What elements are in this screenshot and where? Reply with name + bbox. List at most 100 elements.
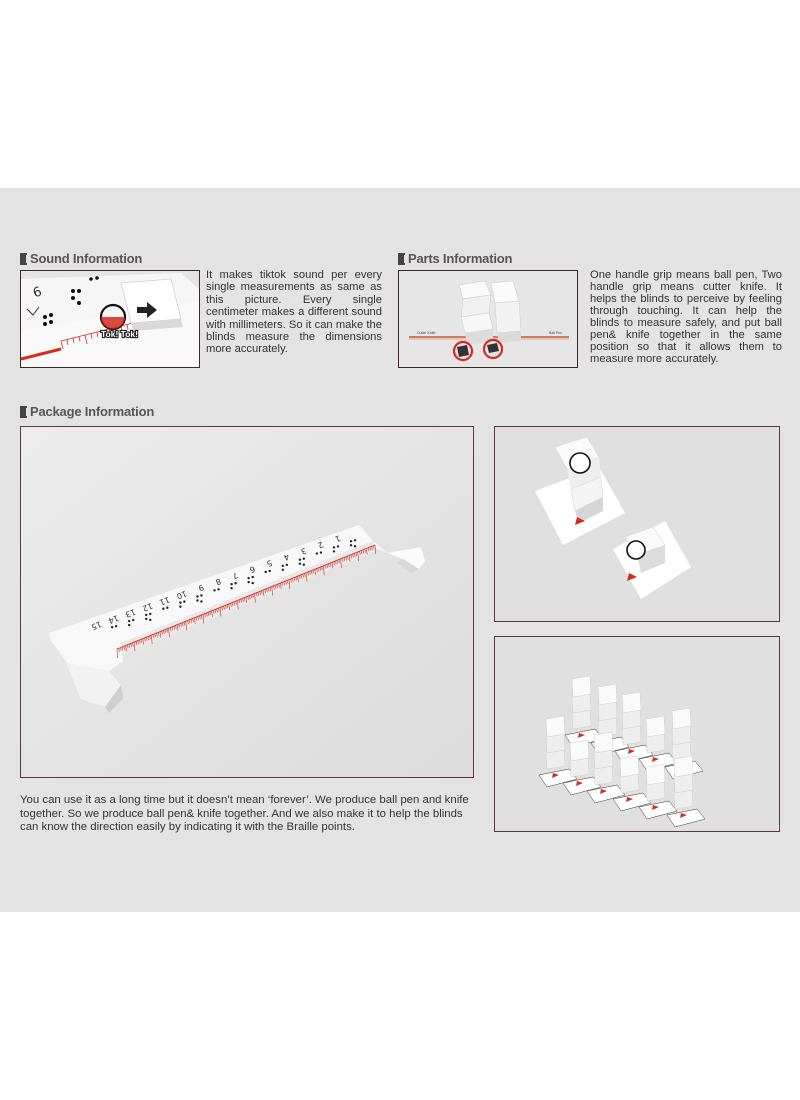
ruler-tick <box>137 640 139 645</box>
braille-dot <box>200 594 203 597</box>
ruler-tick <box>211 610 213 617</box>
ruler-tick <box>221 606 224 611</box>
ruler-tick <box>340 558 342 568</box>
ruler-tick <box>207 612 210 616</box>
ruler-tick <box>159 631 162 638</box>
ruler-tick <box>121 646 124 651</box>
braille-dot <box>145 617 148 621</box>
ruler-tick <box>338 559 340 564</box>
package-info-text: You can use it as a long time but it doe… <box>20 794 469 833</box>
ruler-tick <box>120 647 122 652</box>
svg-text:Cutter Knife: Cutter Knife <box>417 331 436 335</box>
ruler-tick <box>144 637 146 642</box>
ruler-tick <box>228 603 230 610</box>
ruler-tick <box>262 590 265 597</box>
ruler-tick <box>355 552 358 557</box>
ruler-tick <box>323 565 325 575</box>
ruler-tick <box>230 603 232 607</box>
ruler-tick <box>321 566 323 571</box>
ruler-tick <box>125 645 127 652</box>
grip-piece <box>562 739 602 796</box>
braille-dot <box>315 552 319 555</box>
ruler-number: 2 <box>317 540 325 550</box>
ruler-tick <box>161 630 163 635</box>
ruler-tick <box>238 599 241 604</box>
braille-dot <box>332 546 336 549</box>
ruler-tick <box>307 571 310 576</box>
grip-piece <box>586 731 626 804</box>
ruler-tick <box>171 626 174 631</box>
braille-dot <box>230 583 233 586</box>
ruler-tick <box>281 582 284 587</box>
ruler-number: 12 <box>141 601 154 613</box>
ruler-tick <box>192 618 194 623</box>
tok-tok-label: Tok! Tok! <box>101 329 138 339</box>
braille-dot <box>110 625 114 629</box>
ruler-number: 10 <box>175 589 188 601</box>
ruler-tick <box>173 626 175 630</box>
ruler-number: 3 <box>299 546 307 556</box>
braille-dot <box>268 569 271 573</box>
ruler-tick <box>292 578 294 582</box>
parts-info-heading: Parts Information <box>398 251 512 266</box>
ruler-tick <box>319 567 322 571</box>
braille-dot <box>302 563 306 566</box>
ruler-tick <box>213 610 215 614</box>
sound-info-heading: Sound Information <box>20 251 142 266</box>
ruler-tick <box>359 551 361 555</box>
ruler-tick <box>345 556 347 561</box>
braille-dot <box>251 581 254 585</box>
ruler-tick <box>135 641 138 645</box>
ruler-tick <box>336 560 339 564</box>
ruler-tick <box>128 644 131 648</box>
ruler-tick <box>123 646 125 650</box>
ruler-tick <box>243 597 246 602</box>
ruler-number: 1 <box>334 533 342 543</box>
sound-info-image: 9 Tok! Tok! <box>20 270 200 368</box>
ruler-tick <box>342 558 344 562</box>
ruler-tick <box>269 587 272 591</box>
ruler-tick <box>324 565 327 569</box>
ruler-tick <box>283 581 285 586</box>
braille-dot <box>285 563 288 567</box>
ruler-tick <box>164 629 167 634</box>
ruler-tick <box>299 575 301 580</box>
ruler-tick <box>235 601 237 605</box>
ruler-tick <box>280 583 282 590</box>
braille-dot <box>200 600 203 603</box>
ruler-tick <box>142 638 144 645</box>
ruler-tick <box>297 576 299 583</box>
ruler-tick <box>305 572 308 582</box>
ruler-tick <box>175 625 177 629</box>
ruler-tick <box>366 548 368 555</box>
ruler-tick <box>331 562 334 569</box>
ruler-tick <box>316 568 318 573</box>
ruler-tick <box>200 614 203 619</box>
braille-dot <box>319 551 323 554</box>
ruler-tick <box>151 635 153 645</box>
ruler-tick <box>333 561 335 566</box>
grip-piece <box>612 755 652 812</box>
braille-dot <box>353 545 357 548</box>
ruler-tick <box>233 601 236 606</box>
braille-dot <box>251 575 254 579</box>
ruler-tick <box>273 585 275 590</box>
ruler-tick <box>276 584 279 589</box>
package-grips-image <box>494 426 780 622</box>
ruler-tick <box>140 639 143 643</box>
braille-dot <box>179 605 182 608</box>
ruler-tick <box>326 564 328 568</box>
ruler-number: 8 <box>214 576 222 586</box>
ruler-tick <box>286 580 289 584</box>
ruler-tick <box>288 579 291 589</box>
ruler-tick <box>343 557 346 562</box>
parts-info-text: One handle grip means ball pen, Two hand… <box>590 269 782 365</box>
ruler-tick <box>259 591 261 596</box>
braille-dot <box>298 558 302 561</box>
braille-dot <box>349 544 353 547</box>
ruler-tick <box>127 644 129 649</box>
braille-dot <box>196 599 199 602</box>
braille-dot <box>217 588 220 591</box>
parts-info-image: Cutter Knife Ball Pen <box>398 270 578 368</box>
braille-dot <box>166 606 169 609</box>
